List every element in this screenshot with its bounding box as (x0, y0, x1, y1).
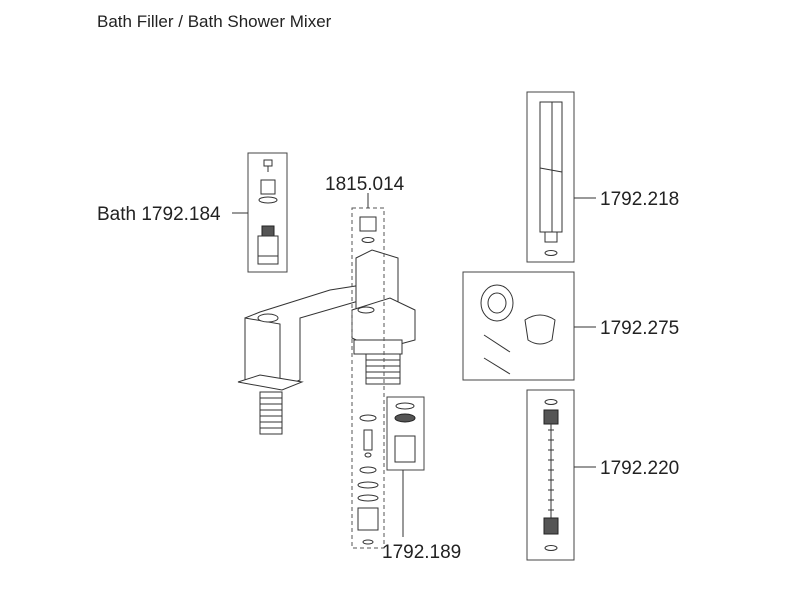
hose-part-label: 1792.220 (600, 458, 679, 479)
diverter-part-label: 1792.189 (382, 542, 461, 563)
diverter-group: 1792.189 (382, 396, 461, 563)
holder-group: 1792.275 (462, 271, 679, 381)
cartridge-group: Bath 1792.184 (97, 152, 288, 273)
handle-part-label: 1815.014 (325, 174, 405, 195)
cartridge-part-label: Bath 1792.184 (97, 204, 221, 225)
handshower-part-label: 1792.218 (600, 189, 679, 210)
holder-part-label: 1792.275 (600, 318, 679, 339)
handshower-group: 1792.218 (526, 91, 679, 263)
handle-group: 1815.014 (325, 174, 405, 549)
diagram-title: Bath Filler / Bath Shower Mixer (97, 12, 332, 31)
holder-box (462, 271, 575, 381)
mixer-body (237, 249, 416, 435)
hose-group: 1792.220 (526, 389, 679, 561)
